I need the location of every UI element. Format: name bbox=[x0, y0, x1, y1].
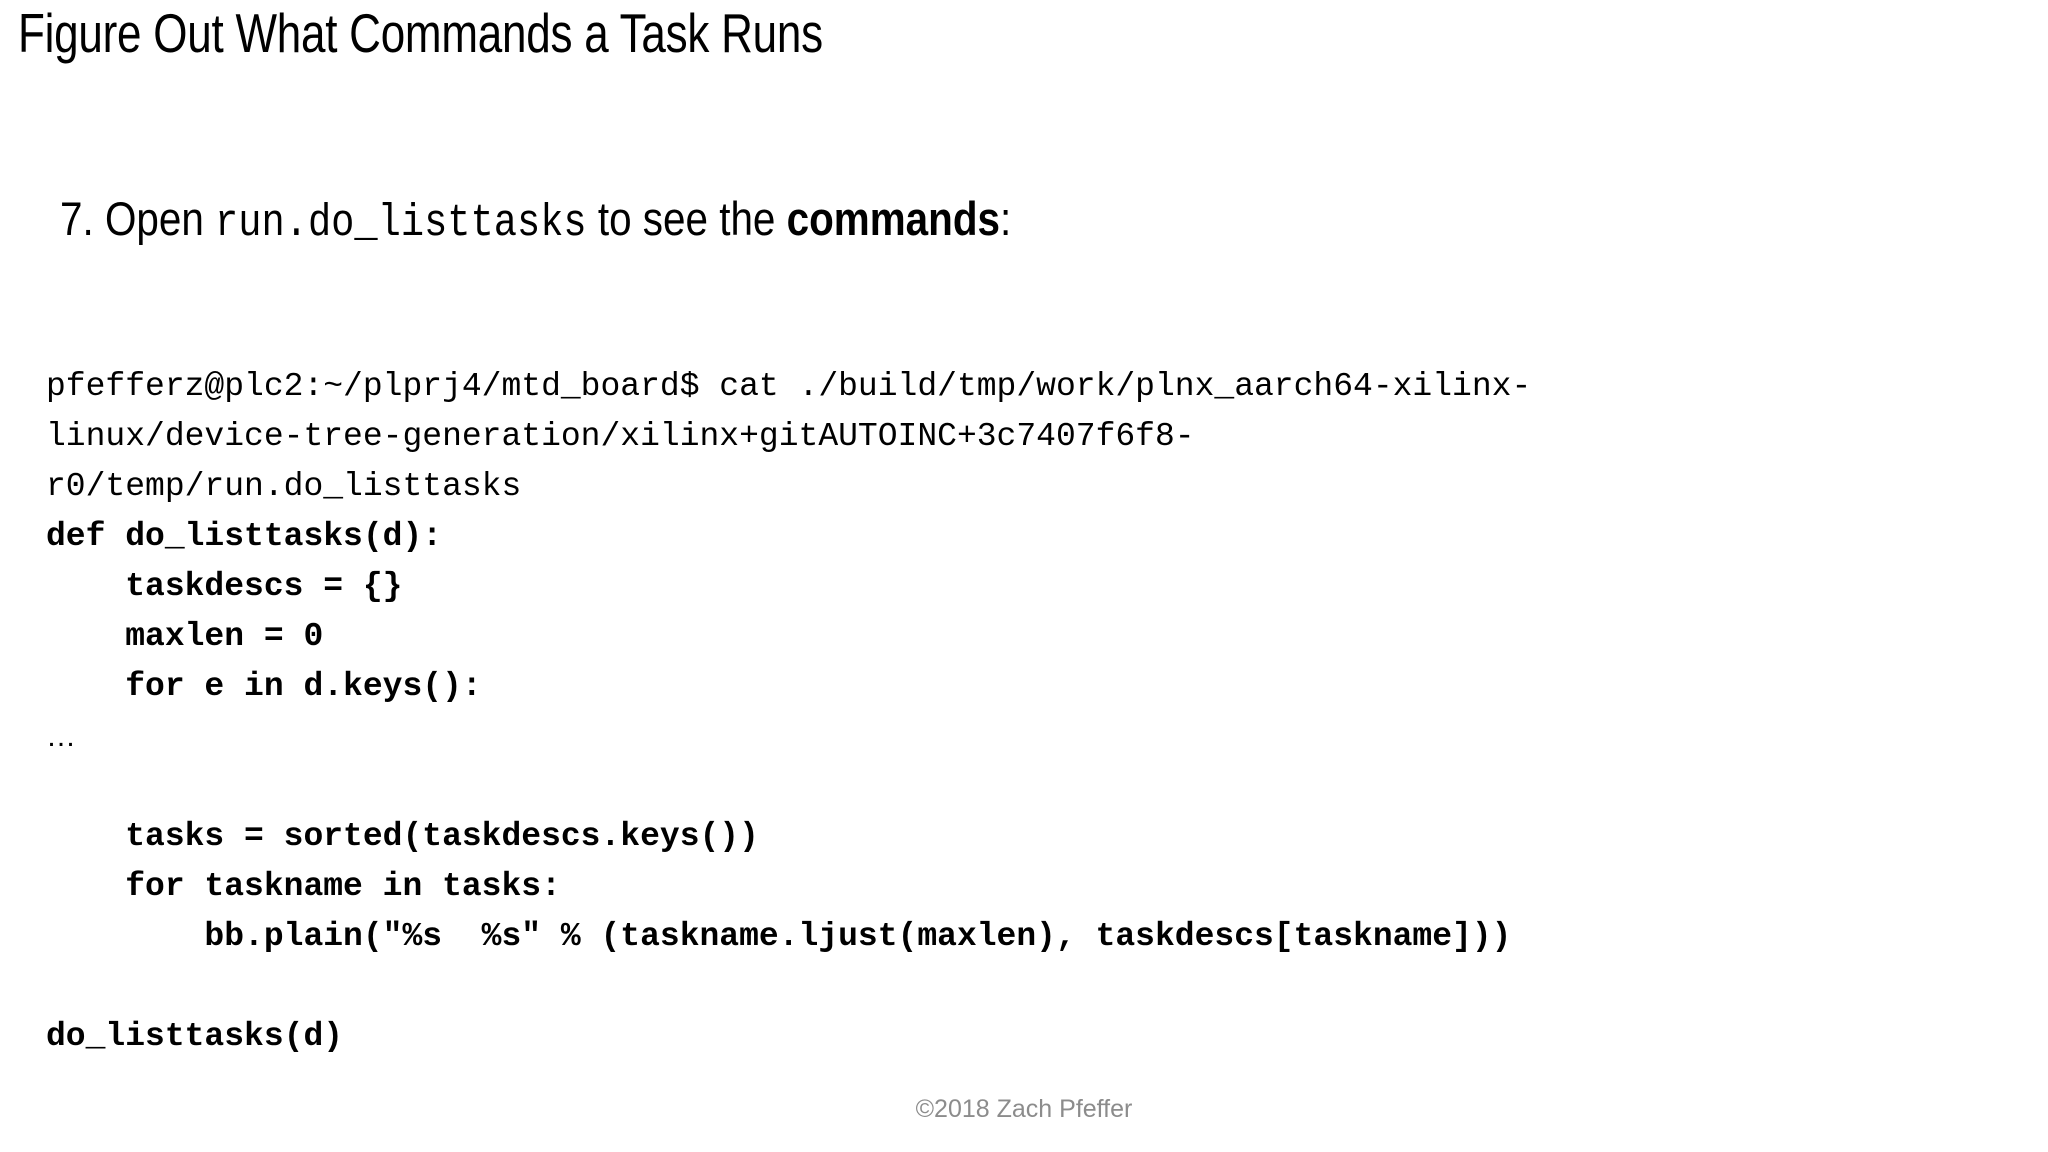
code-line: taskdescs = {} bbox=[46, 568, 403, 605]
code-line-blank bbox=[46, 762, 2036, 812]
code-line: for e in d.keys(): bbox=[46, 668, 482, 705]
code-line: def do_listtasks(d): bbox=[46, 518, 443, 555]
step-emphasis: commands bbox=[786, 192, 1001, 245]
page-title: Figure Out What Commands a Task Runs bbox=[18, 2, 823, 64]
code-line-blank bbox=[46, 962, 2036, 1012]
code-line: for taskname in tasks: bbox=[46, 868, 561, 905]
step-end-punctuation: : bbox=[1000, 192, 1012, 245]
step-middle-text: to see the bbox=[586, 192, 787, 245]
step-verb: Open bbox=[93, 192, 216, 245]
step-instruction: 7. Open run.do_listtasks to see the comm… bbox=[60, 188, 1780, 255]
code-line: do_listtasks(d) bbox=[46, 1018, 344, 1055]
code-line: pfefferz@plc2:~/plprj4/mtd_board$ cat ./… bbox=[46, 368, 1532, 405]
step-target-file: run.do_listtasks bbox=[215, 198, 587, 249]
code-line: maxlen = 0 bbox=[46, 618, 324, 655]
terminal-code-block: pfefferz@plc2:~/plprj4/mtd_board$ cat ./… bbox=[46, 362, 2036, 1062]
code-line: tasks = sorted(taskdescs.keys()) bbox=[46, 818, 759, 855]
footer-copyright: ©2018 Zach Pfeffer bbox=[915, 1095, 1133, 1123]
code-line: bb.plain("%s %s" % (taskname.ljust(maxle… bbox=[46, 918, 1512, 955]
code-line: linux/device-tree-generation/xilinx+gitA… bbox=[46, 418, 1195, 455]
code-line: … bbox=[46, 720, 76, 753]
step-number: 7. bbox=[60, 192, 94, 245]
code-line: r0/temp/run.do_listtasks bbox=[46, 468, 522, 505]
